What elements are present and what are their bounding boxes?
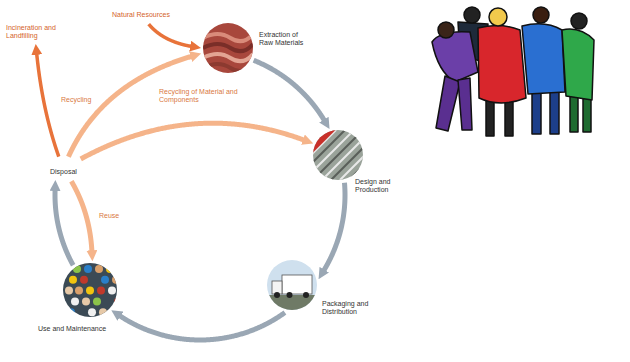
crowd-figure — [112, 276, 117, 284]
person-head — [489, 8, 507, 26]
crowd-figure — [88, 308, 96, 316]
person-head — [571, 13, 587, 29]
crowd-figure — [82, 297, 90, 305]
stage-label: Packaging and Distribution — [322, 300, 374, 316]
crowd-figure — [95, 265, 103, 273]
cycle-arrow — [254, 60, 325, 120]
crowd-figure — [80, 276, 88, 284]
person-blue — [522, 24, 565, 94]
crowd-figure — [75, 287, 83, 295]
stage-photo-node: Design and Production — [313, 130, 363, 180]
stage-photo — [313, 130, 363, 180]
person-leg — [458, 78, 472, 130]
flow-label-node: Natural Resources — [112, 3, 170, 21]
rock-band — [203, 44, 253, 51]
rock-band — [203, 54, 253, 61]
person-leg — [532, 88, 541, 134]
truck-wheel — [287, 292, 293, 298]
crowd-figure — [108, 287, 116, 295]
crowd-figure — [93, 297, 101, 305]
photo-sky — [267, 260, 317, 310]
stage-label: Design and Production — [355, 178, 401, 194]
person-head — [464, 7, 480, 23]
stage-photo — [267, 260, 317, 310]
crowd-figure — [71, 297, 79, 305]
flow-arrow — [68, 56, 191, 156]
person-leg — [436, 76, 460, 131]
person-red — [478, 25, 526, 103]
rail-line — [358, 130, 363, 180]
crowd-figure — [84, 265, 92, 273]
crowd-figure — [110, 308, 117, 316]
flow-label-node: Disposal — [50, 160, 77, 178]
stage-label: Disposal — [50, 168, 77, 176]
rail-line — [313, 130, 336, 180]
photo-road — [267, 295, 317, 310]
person-head — [533, 7, 549, 23]
crowd-figure — [101, 276, 109, 284]
flow-arrow — [149, 24, 192, 46]
edge-label-box: Recycling of Material and Components — [158, 88, 242, 104]
crowd-figure — [67, 308, 75, 316]
stage-photo-circle — [203, 23, 253, 73]
huddle-clipart — [432, 7, 594, 136]
rock-band — [203, 64, 253, 71]
stage-photo-node: Packaging and Distribution — [267, 260, 317, 310]
stage-photo — [63, 263, 117, 317]
stage-photo-circle — [313, 130, 363, 180]
photo-ground — [203, 23, 253, 73]
flow-label-node: Incineration and Landfilling — [6, 24, 64, 42]
cycle-arrow — [324, 183, 345, 271]
flow-arrow — [71, 181, 92, 251]
flow-label: Recycling — [61, 96, 91, 104]
crowd-figure — [99, 308, 107, 316]
stage-label: Incineration and Landfilling — [6, 24, 64, 40]
truck-trailer — [282, 275, 312, 294]
stage-label: Extraction of Raw Materials — [259, 31, 311, 47]
stage-photo-circle — [267, 260, 317, 310]
stage-label: Natural Resources — [112, 11, 170, 19]
rock-band — [203, 34, 253, 41]
flow-arrow — [81, 123, 304, 159]
person-leg — [570, 94, 578, 132]
crowd-figure — [69, 276, 77, 284]
flow-label: Reuse — [99, 212, 119, 220]
photo-ground — [63, 263, 117, 317]
crowd-figure — [114, 297, 117, 305]
stage-label: Use and Maintenance — [38, 325, 92, 333]
person-leg — [550, 88, 559, 134]
truck-wheel — [274, 292, 280, 298]
stage-photo-circle — [63, 263, 117, 317]
person-green — [562, 29, 594, 100]
crowd-figure — [73, 265, 81, 273]
rail-line — [349, 130, 363, 180]
stage-photo — [203, 23, 253, 73]
person-head — [438, 22, 454, 38]
crowd-figure — [97, 287, 105, 295]
flow-label: Recycling of Material and Components — [159, 88, 241, 104]
flow-arrow — [37, 54, 59, 157]
edge-label-box: Reuse — [98, 212, 120, 220]
crowd-figure — [65, 287, 73, 295]
stage-photo-node: Use and Maintenance — [63, 263, 117, 317]
crowd-figure — [63, 265, 70, 273]
cycle-arrow — [55, 190, 73, 265]
rail-line — [340, 130, 363, 180]
edge-label-box: Recycling — [60, 96, 92, 104]
stage-photo-node: Extraction of Raw Materials — [203, 23, 253, 73]
red-patch — [313, 130, 336, 153]
truck-wheel — [303, 292, 309, 298]
person-purple — [432, 32, 478, 82]
crowd-figure — [86, 287, 94, 295]
cycle-arrow — [120, 313, 285, 340]
crowd-figure — [106, 265, 114, 273]
